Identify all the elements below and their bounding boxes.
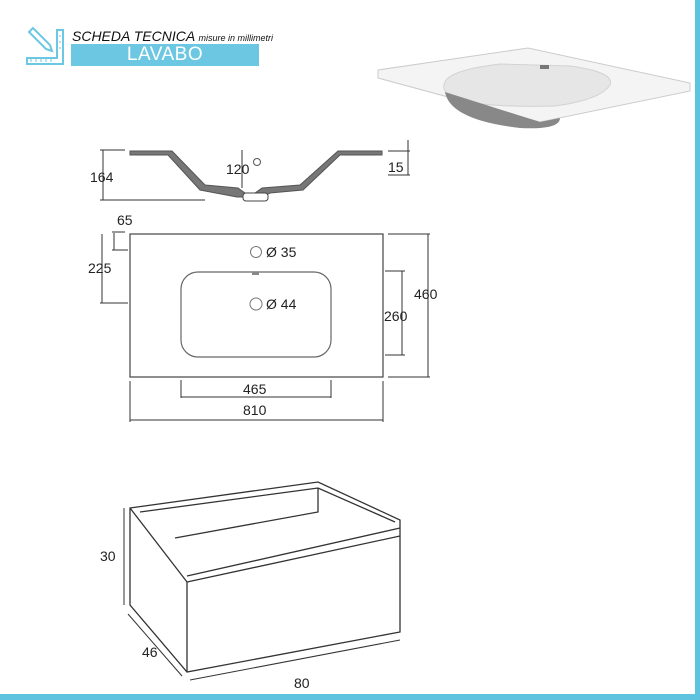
accent-stripe-right — [695, 0, 700, 700]
dim-drain-diameter: Ø 44 — [266, 296, 297, 312]
dim-tap-hole-offset: 65 — [117, 212, 133, 228]
dim-height-total: 164 — [90, 169, 114, 185]
dim-cabinet-height: 30 — [100, 548, 116, 564]
dim-cabinet-width: 80 — [294, 675, 310, 691]
sink-photo — [377, 47, 691, 129]
units-note: misure in millimetri — [198, 33, 274, 43]
header-title: SCHEDA TECNICA misure in millimetri — [72, 28, 273, 44]
top-view: 65 225 Ø 35 Ø 44 260 460 465 810 — [88, 212, 438, 422]
dim-total-depth: 460 — [414, 286, 438, 302]
dim-rim-thickness: 15 — [388, 159, 404, 175]
dim-drain-offset: 225 — [88, 260, 112, 276]
cabinet-drawing: 30 46 80 — [100, 481, 401, 691]
dim-tap-hole-diameter: Ø 35 — [266, 244, 297, 260]
product-label: LAVABO — [71, 44, 259, 66]
section-view: 164 120 15 — [90, 140, 410, 202]
title-text: SCHEDA TECNICA — [72, 28, 195, 44]
accent-stripe-bottom — [0, 694, 700, 700]
dim-cabinet-depth: 46 — [142, 644, 158, 660]
dim-basin-width: 465 — [243, 381, 267, 397]
dim-total-width: 810 — [243, 402, 267, 418]
dim-basin-depth-top: 260 — [384, 308, 408, 324]
dim-basin-depth: 120 — [226, 161, 250, 177]
pencil-ruler-icon — [26, 26, 64, 65]
